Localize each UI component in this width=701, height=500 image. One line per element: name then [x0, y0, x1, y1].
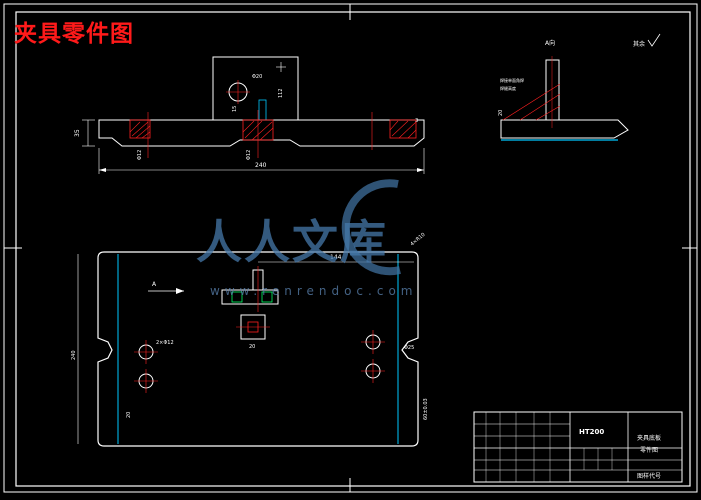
svg-text:240: 240	[71, 350, 77, 360]
svg-text:4×R10: 4×R10	[409, 232, 426, 248]
title-block: HT200 夹具底板 零件图 图样代号	[473, 411, 683, 483]
svg-text:Φ25: Φ25	[404, 345, 414, 351]
drawing-title: 夹具零件图	[14, 21, 134, 47]
top-view: 2×Φ12 Φ25 20 144 240 20 60±0.03 4×R10	[71, 232, 429, 447]
watermark-url: www.renrendoc.com	[210, 284, 418, 298]
svg-text:Φ20: Φ20	[252, 74, 262, 80]
height-dim: 35	[74, 129, 81, 137]
watermark-text: 人人文库	[196, 215, 388, 269]
svg-text:2×Φ12: 2×Φ12	[156, 340, 174, 346]
drawing-code: 图样代号	[637, 472, 661, 480]
roughness-symbol: 其余	[633, 33, 661, 48]
svg-text:20: 20	[249, 344, 255, 350]
svg-text:焊缝高度: 焊缝高度	[500, 85, 516, 91]
part-name-line2: 零件图	[640, 446, 658, 454]
bottom-height-dim: 20	[126, 412, 132, 418]
inner-frame	[15, 11, 691, 487]
svg-text:60±0.03: 60±0.03	[423, 398, 429, 420]
view-label-a: A	[152, 281, 157, 288]
svg-text:Φ12: Φ12	[246, 150, 252, 160]
svg-text:Φ12: Φ12	[137, 150, 143, 160]
svg-text:20: 20	[498, 110, 504, 116]
front-view: Φ20 112 Φ12 Φ12 15 3	[74, 56, 425, 174]
overall-length-dim: 240	[255, 162, 267, 169]
svg-text:3: 3	[415, 118, 418, 124]
part-name-line1: 夹具底板	[637, 434, 661, 442]
svg-text:其余: 其余	[633, 40, 645, 48]
svg-text:15: 15	[232, 106, 238, 112]
side-view: A向 焊接单面角焊 焊缝高度 20	[498, 39, 629, 141]
top-width-dim: 144	[330, 254, 342, 261]
view-label-a-dir: A向	[545, 39, 555, 47]
svg-text:焊接单面角焊: 焊接单面角焊	[500, 77, 524, 83]
material-text: HT200	[579, 428, 604, 436]
watermark-logo	[341, 179, 401, 276]
svg-text:112: 112	[278, 88, 284, 98]
